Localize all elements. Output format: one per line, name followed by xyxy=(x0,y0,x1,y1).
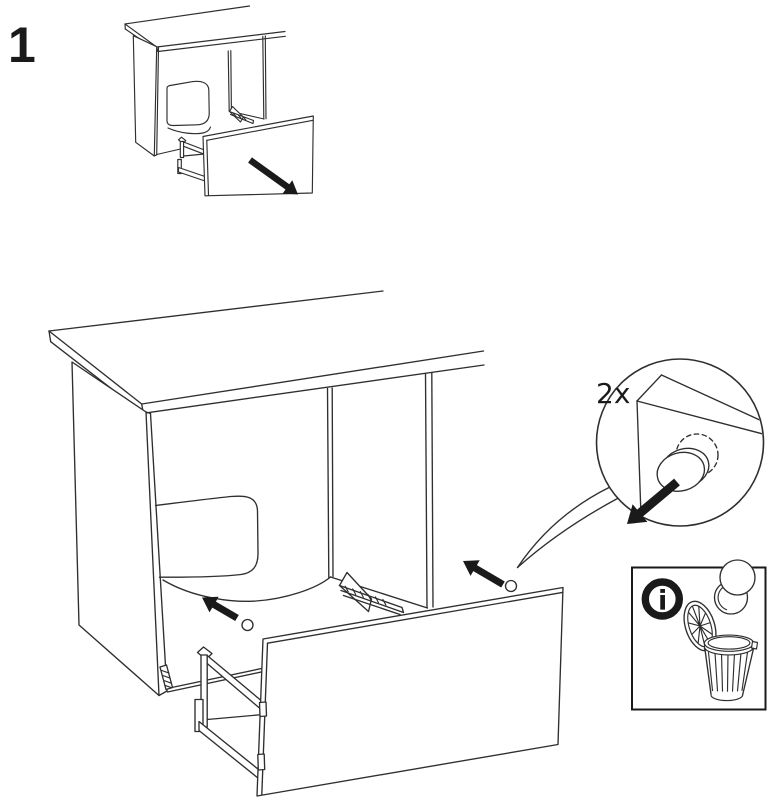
overview-drawer-front xyxy=(202,115,314,197)
cap-plug-right xyxy=(504,579,518,593)
cap-plug xyxy=(656,447,710,492)
quantity-label: 2x xyxy=(596,377,630,410)
info-icon-letter: i xyxy=(658,586,667,617)
trash-can-handle xyxy=(750,640,759,650)
disposal-info-box: i xyxy=(631,559,767,711)
drawer-rail xyxy=(338,571,405,616)
main-illustration xyxy=(48,290,564,797)
trash-can-icon xyxy=(703,634,759,702)
overview-illustration xyxy=(124,5,314,197)
overview-back-cutout xyxy=(166,80,210,127)
cabinet-back-cutout xyxy=(154,495,259,578)
drawer-box xyxy=(194,646,265,784)
overview-drawer-rail xyxy=(228,105,255,125)
cabinet-right-partition xyxy=(424,372,434,609)
overview-drawer-box xyxy=(177,136,206,182)
removal-arrow-left-icon xyxy=(202,596,239,621)
step-number: 1 xyxy=(8,17,36,73)
pull-direction-arrow-icon xyxy=(248,157,298,195)
drawer-front-panel xyxy=(256,586,564,797)
removal-arrow-right-icon xyxy=(463,560,505,588)
cap-plug-left xyxy=(241,618,254,632)
info-icon: i xyxy=(641,578,683,620)
detail-callout: 2x xyxy=(516,358,765,569)
discarded-caps xyxy=(713,559,756,615)
removal-arrow-icon xyxy=(627,478,680,524)
left-slide-bracket xyxy=(159,664,174,691)
detail-drawer-corner xyxy=(636,374,763,517)
overview-partition xyxy=(227,50,232,112)
callout-pointer xyxy=(516,486,610,569)
overview-cabinet-side-panel xyxy=(132,35,158,157)
cabinet-middle-partition xyxy=(326,387,334,579)
